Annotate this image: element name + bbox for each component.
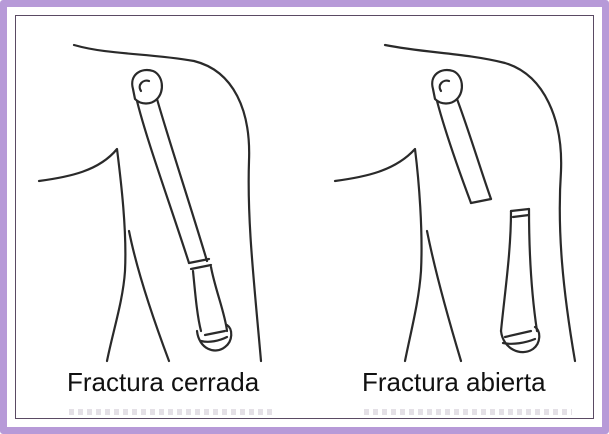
- open-fracture-arm-icon: [325, 31, 595, 363]
- humerus-shaft-right: [157, 99, 207, 261]
- distal-fragment-right: [529, 209, 537, 331]
- smudge-left: [69, 409, 275, 415]
- caption-closed-fracture: Fractura cerrada: [67, 367, 259, 398]
- inner-arm-outline: [129, 231, 169, 361]
- distal-fragment-left: [501, 211, 511, 331]
- caption-open-fracture: Fractura abierta: [362, 367, 546, 398]
- inner-arm-outline: [427, 231, 461, 361]
- closed-fracture-illustration: [29, 31, 299, 363]
- torso-outline: [335, 149, 422, 361]
- open-fracture-illustration: [325, 31, 595, 363]
- closed-fracture-arm-icon: [29, 31, 299, 363]
- shoulder-outline: [385, 45, 575, 361]
- distal-break-end: [511, 209, 529, 211]
- proximal-fragment-right: [457, 99, 491, 199]
- smudge-right: [364, 409, 572, 415]
- torso-outline: [39, 149, 125, 361]
- shoulder-outline: [74, 45, 261, 361]
- proximal-fragment-left: [437, 101, 471, 203]
- humerus-shaft-left: [137, 101, 189, 263]
- proximal-break-end: [471, 199, 491, 203]
